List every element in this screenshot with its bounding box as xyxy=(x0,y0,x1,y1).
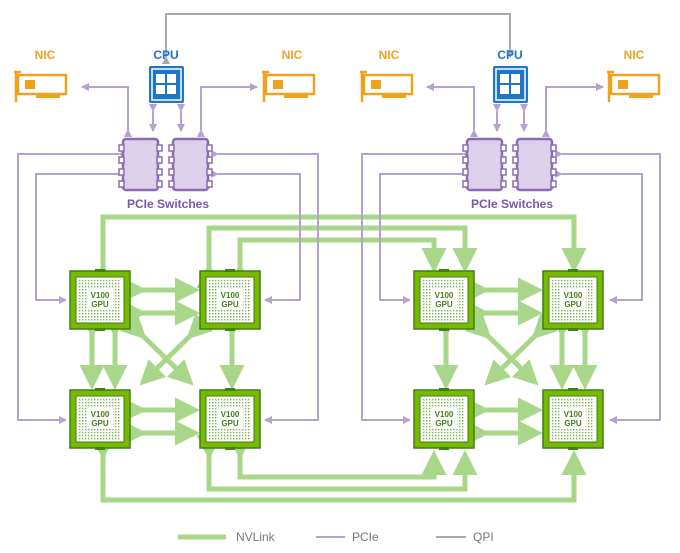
gpu-label-line1: V100 xyxy=(91,410,110,419)
nvlink-loop xyxy=(227,435,447,480)
pcie-link xyxy=(542,83,604,137)
nic-card xyxy=(360,70,414,102)
pcie-link xyxy=(379,170,470,304)
pcie-switch xyxy=(512,137,557,192)
gpu-label-line1: V100 xyxy=(221,410,240,419)
gpu-label-line2: GPU xyxy=(221,419,239,428)
gpu-label-line2: GPU xyxy=(564,419,582,428)
cpu-label: CPU xyxy=(153,48,178,62)
nic-label: NIC xyxy=(282,48,303,62)
qpi-link xyxy=(162,13,514,64)
pcie-switch xyxy=(118,137,163,192)
pcie-link xyxy=(211,150,319,424)
pcie-link xyxy=(81,83,132,137)
pcie-link xyxy=(361,150,470,424)
pcie-switches xyxy=(118,137,557,192)
gpu-label-line2: GPU xyxy=(435,419,453,428)
gpu-label-line2: GPU xyxy=(564,300,582,309)
nic-label: NIC xyxy=(35,48,56,62)
nic-label: NIC xyxy=(624,48,645,62)
pcie-switch xyxy=(168,137,213,192)
legend-nvlink-label: NVLink xyxy=(236,530,276,544)
gpu-label-line2: GPU xyxy=(435,300,453,309)
legend-qpi-label: QPI xyxy=(473,530,494,544)
pcie-link xyxy=(197,83,258,137)
legend: NVLink PCIe QPI xyxy=(178,530,494,544)
nic-card xyxy=(262,70,316,102)
gpu-label-line2: GPU xyxy=(91,300,109,309)
pcie-link xyxy=(35,170,126,304)
pcie-link xyxy=(426,83,478,137)
cpu-chip xyxy=(149,66,184,103)
gpu-label-line1: V100 xyxy=(564,410,583,419)
pcie-link xyxy=(555,170,643,304)
cpu-chip xyxy=(493,66,528,103)
pcie-switches-label: PCIe Switches xyxy=(127,197,209,211)
gpus: V100GPUV100GPUV100GPUV100GPUV100GPUV100G… xyxy=(69,269,604,450)
legend-pcie-label: PCIe xyxy=(352,530,379,544)
nvlink-connections xyxy=(79,214,598,503)
pcie-link xyxy=(17,150,126,424)
nvlink-loop xyxy=(227,237,447,288)
nvlink-diag xyxy=(139,313,214,386)
pcie-link xyxy=(211,170,301,304)
pcie-switches-label: PCIe Switches xyxy=(471,197,553,211)
pcie-switch xyxy=(462,137,507,192)
nvlink-loop xyxy=(196,435,478,492)
pcie-connections xyxy=(17,83,661,424)
gpu-label-line2: GPU xyxy=(91,419,109,428)
cpu-chips xyxy=(149,66,528,103)
gpu-label-line1: V100 xyxy=(564,291,583,300)
nic-cards xyxy=(14,70,661,102)
nvlink-loop xyxy=(196,225,478,288)
gpu-label-line1: V100 xyxy=(435,291,454,300)
nic-label: NIC xyxy=(379,48,400,62)
gpu-label-line1: V100 xyxy=(91,291,110,300)
nic-card xyxy=(607,70,661,102)
gpu-label-line1: V100 xyxy=(435,410,454,419)
cpu-label: CPU xyxy=(497,48,522,62)
gpu-label-line1: V100 xyxy=(221,291,240,300)
gpu-label-line2: GPU xyxy=(221,300,239,309)
pcie-link xyxy=(555,150,661,424)
nic-card xyxy=(14,70,68,102)
nvlink-diag xyxy=(484,313,559,386)
nvlink-loop xyxy=(90,435,587,503)
